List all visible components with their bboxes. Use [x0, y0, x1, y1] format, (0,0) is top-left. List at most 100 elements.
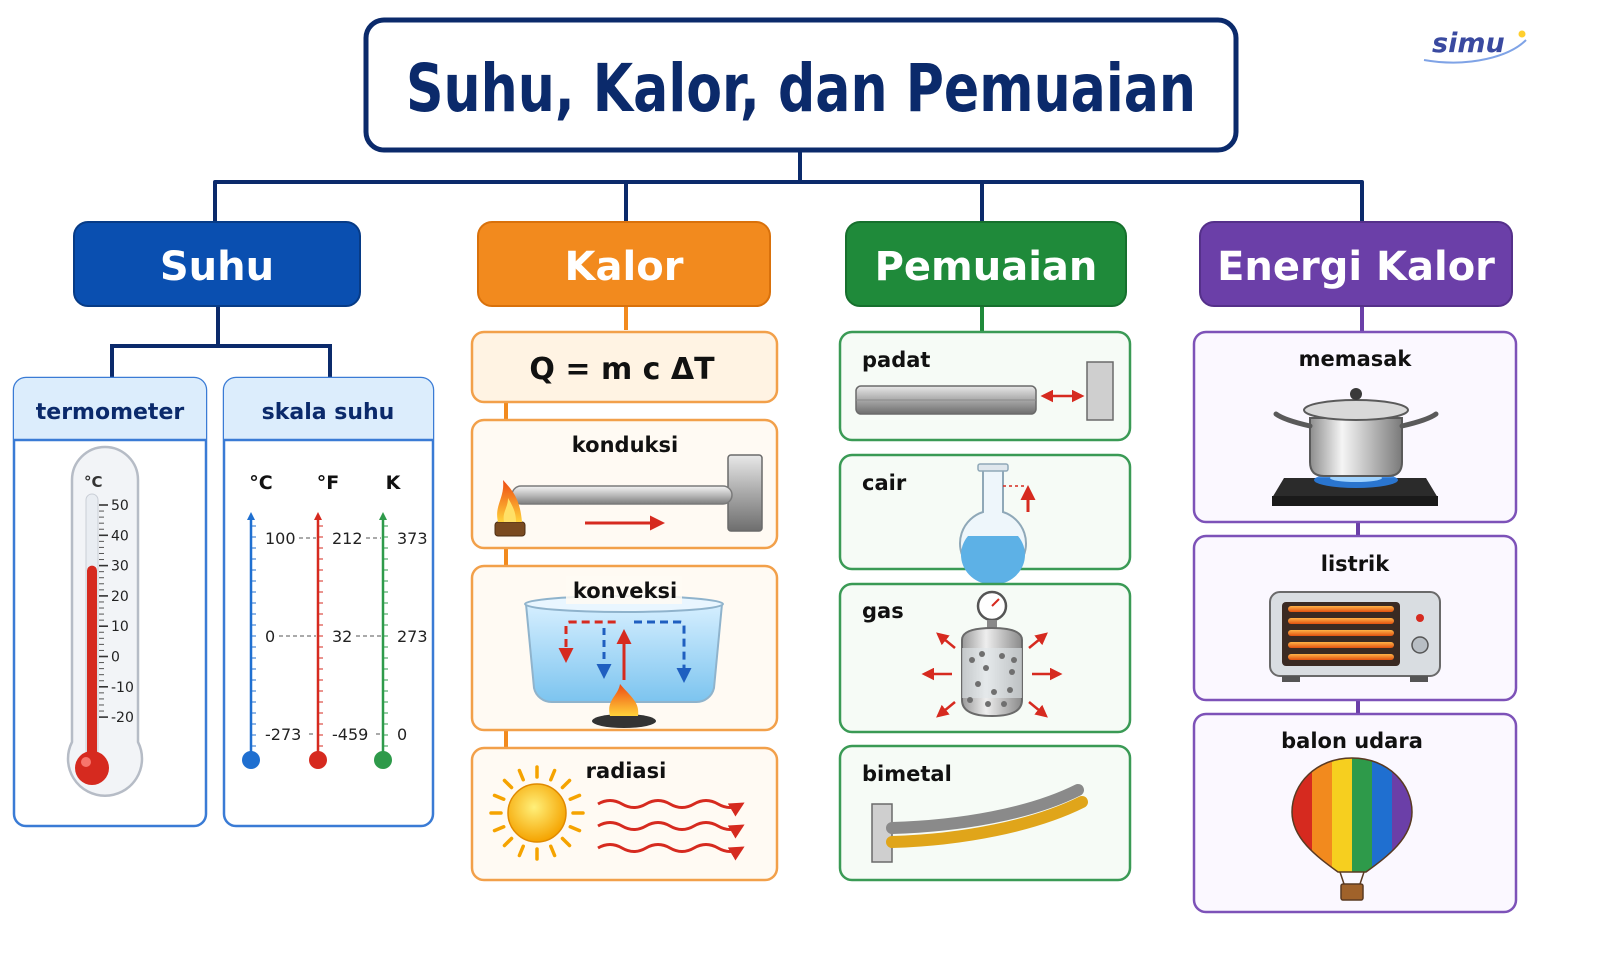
listrik-label: listrik — [1321, 552, 1390, 576]
cair-label: cair — [862, 471, 907, 495]
scale-value: 0 — [265, 627, 275, 646]
convection-water-icon — [524, 576, 724, 728]
formula-card: Q = m c ΔT — [470, 330, 779, 404]
thermometer-tick-label: 10 — [111, 619, 129, 635]
category-suhu: Suhu — [73, 221, 361, 307]
energi-connector — [1356, 306, 1364, 714]
memasak-label: memasak — [1299, 347, 1413, 371]
padat-card: padat — [838, 330, 1132, 442]
gas-cylinder-icon — [921, 590, 1063, 718]
sun-ray — [502, 836, 514, 848]
konduksi-card: konduksi — [470, 418, 779, 550]
logo-text: simu — [1432, 28, 1505, 59]
sun-ray — [492, 825, 506, 833]
konduksi-label: konduksi — [572, 433, 678, 457]
scale-value: 100 — [265, 529, 296, 548]
balon-udara-label: balon udara — [1281, 729, 1423, 753]
gas-particle — [1007, 687, 1013, 693]
balon-udara-card: balon udara — [1192, 712, 1518, 914]
listrik-card: listrik — [1192, 534, 1518, 702]
simu-logo: simu — [1423, 28, 1527, 64]
thermometer-tick-label: 20 — [111, 589, 129, 605]
scale-tip — [314, 512, 322, 520]
kalor-formula: Q = m c ΔT — [529, 352, 715, 387]
flask-icon — [959, 463, 1036, 585]
sun-ray — [560, 778, 572, 790]
heater-coil — [1288, 654, 1394, 660]
gas-particle — [969, 657, 975, 663]
sun-ray — [568, 793, 582, 801]
scale-value: 273 — [397, 627, 428, 646]
konveksi-label: konveksi — [573, 579, 677, 603]
gas-card: gas — [838, 582, 1132, 734]
thermometer-tick-label: -20 — [111, 710, 134, 726]
scale-unit-label: °F — [317, 472, 339, 494]
heater-coil — [1288, 642, 1394, 648]
scale-value: 212 — [332, 529, 363, 548]
category-suhu-label: Suhu — [160, 244, 274, 290]
cair-card: cair — [838, 453, 1132, 585]
gas-label: gas — [862, 599, 904, 623]
scale-value: -273 — [265, 725, 301, 744]
sun-ray — [492, 793, 506, 801]
konveksi-card: konveksi — [470, 564, 779, 732]
heater-coil — [1288, 618, 1394, 624]
radiasi-label: radiasi — [586, 759, 667, 783]
scale-unit-label: K — [386, 472, 402, 494]
gas-particle — [983, 665, 989, 671]
scale-value: 373 — [397, 529, 428, 548]
sun-ray — [502, 778, 514, 790]
termometer-label: termometer — [36, 400, 185, 425]
balloon-stripe — [1372, 758, 1393, 872]
main-title: Suhu, Kalor, dan Pemuaian — [406, 50, 1196, 127]
scale-bulb — [242, 751, 260, 769]
padat-label: padat — [862, 348, 930, 372]
gas-particle — [985, 701, 991, 707]
scale-value: -459 — [332, 725, 368, 744]
suhu-connector — [110, 306, 332, 378]
thermometer-tick-label: 0 — [111, 650, 120, 666]
balloon-stripe — [1312, 758, 1333, 872]
sun-ray — [517, 768, 525, 782]
metal-bar-icon — [855, 361, 1114, 421]
gas-particle — [975, 681, 981, 687]
sun-ray — [549, 844, 557, 858]
logo-dot-icon — [1518, 30, 1526, 38]
thermometer-tick-label: -10 — [111, 680, 134, 696]
radiasi-card: radiasi — [470, 746, 779, 882]
scale-value: 0 — [397, 725, 407, 744]
category-pemuaian-label: Pemuaian — [875, 244, 1098, 290]
sun-radiation-icon — [489, 765, 745, 861]
sun-ray — [568, 825, 582, 833]
conduction-rod-icon — [494, 454, 763, 537]
category-energi-label: Energi Kalor — [1217, 244, 1495, 290]
category-pemuaian: Pemuaian — [845, 221, 1127, 307]
termometer-unit: °C — [84, 473, 103, 491]
thermometer-tick-label: 30 — [111, 559, 129, 575]
thermometer-tick-label: 50 — [111, 498, 129, 514]
gas-particle — [1001, 701, 1007, 707]
balloon-stripe — [1352, 758, 1373, 872]
scale-bulb — [309, 751, 327, 769]
gas-particle — [999, 653, 1005, 659]
gas-particle — [979, 651, 985, 657]
category-energi-kalor: Energi Kalor — [1199, 221, 1513, 307]
title-box: Suhu, Kalor, dan Pemuaian — [363, 17, 1239, 153]
skala-suhu-label: skala suhu — [262, 400, 395, 425]
cooking-pot-icon — [1272, 388, 1439, 506]
memasak-card: memasak — [1192, 330, 1518, 524]
heater-coil — [1288, 606, 1394, 612]
balloon-stripe — [1332, 758, 1353, 872]
connector-lines — [213, 150, 1364, 222]
sun-ray — [560, 836, 572, 848]
electric-heater-icon — [1269, 591, 1441, 682]
heater-coil — [1288, 630, 1394, 636]
gas-particle — [967, 697, 973, 703]
gas-particle — [1009, 669, 1015, 675]
bimetal-label: bimetal — [862, 762, 952, 786]
